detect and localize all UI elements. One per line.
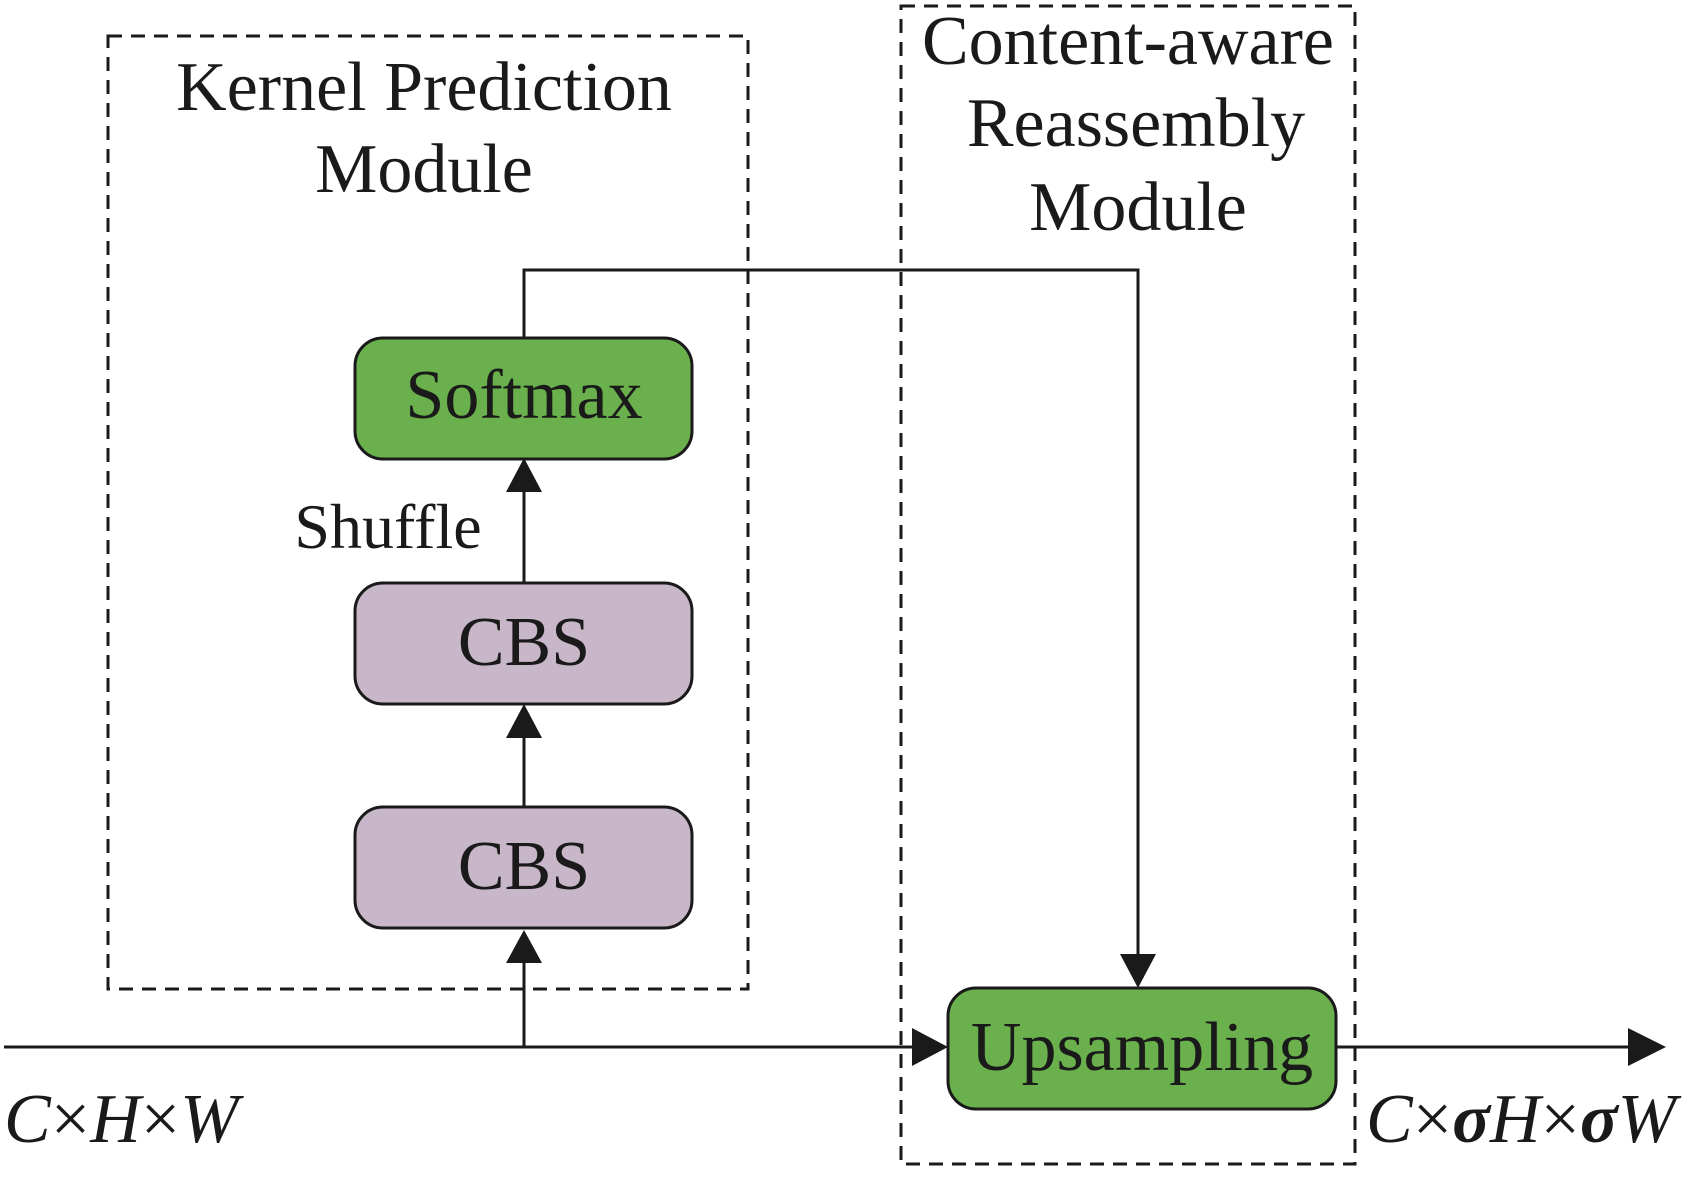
softmax-to-upsampling-line xyxy=(522,268,1140,958)
cbs-upper-input-arrowhead xyxy=(506,704,542,738)
content-aware-title-line3: Module xyxy=(1029,169,1247,246)
kernel-prediction-module-boundary xyxy=(106,34,750,991)
input-dimensions-label: C×H×W xyxy=(4,1081,244,1158)
cbs-upper-label: CBS xyxy=(458,604,590,681)
cbs-lower-input-arrowhead xyxy=(506,930,542,963)
kernel-prediction-title-line1: Kernel Prediction xyxy=(176,49,672,126)
shuffle-label: Shuffle xyxy=(294,491,481,562)
output-arrowhead xyxy=(1628,1028,1666,1066)
upsampling-kernel-arrowhead xyxy=(1120,954,1156,988)
content-aware-reassembly-module-boundary xyxy=(899,4,1357,1166)
upsampling-input-arrowhead xyxy=(912,1028,948,1066)
softmax-label: Softmax xyxy=(405,357,642,434)
content-aware-title-line2: Reassembly xyxy=(967,85,1305,162)
content-aware-title-line1: Content-aware xyxy=(922,3,1334,80)
kernel-prediction-title-line2: Module xyxy=(315,131,533,208)
output-dimensions-label: C×σH×σW xyxy=(1366,1081,1682,1158)
cbs-lower-label: CBS xyxy=(458,828,590,905)
softmax-input-arrowhead xyxy=(506,458,542,492)
upsampling-label: Upsampling xyxy=(971,1009,1313,1086)
